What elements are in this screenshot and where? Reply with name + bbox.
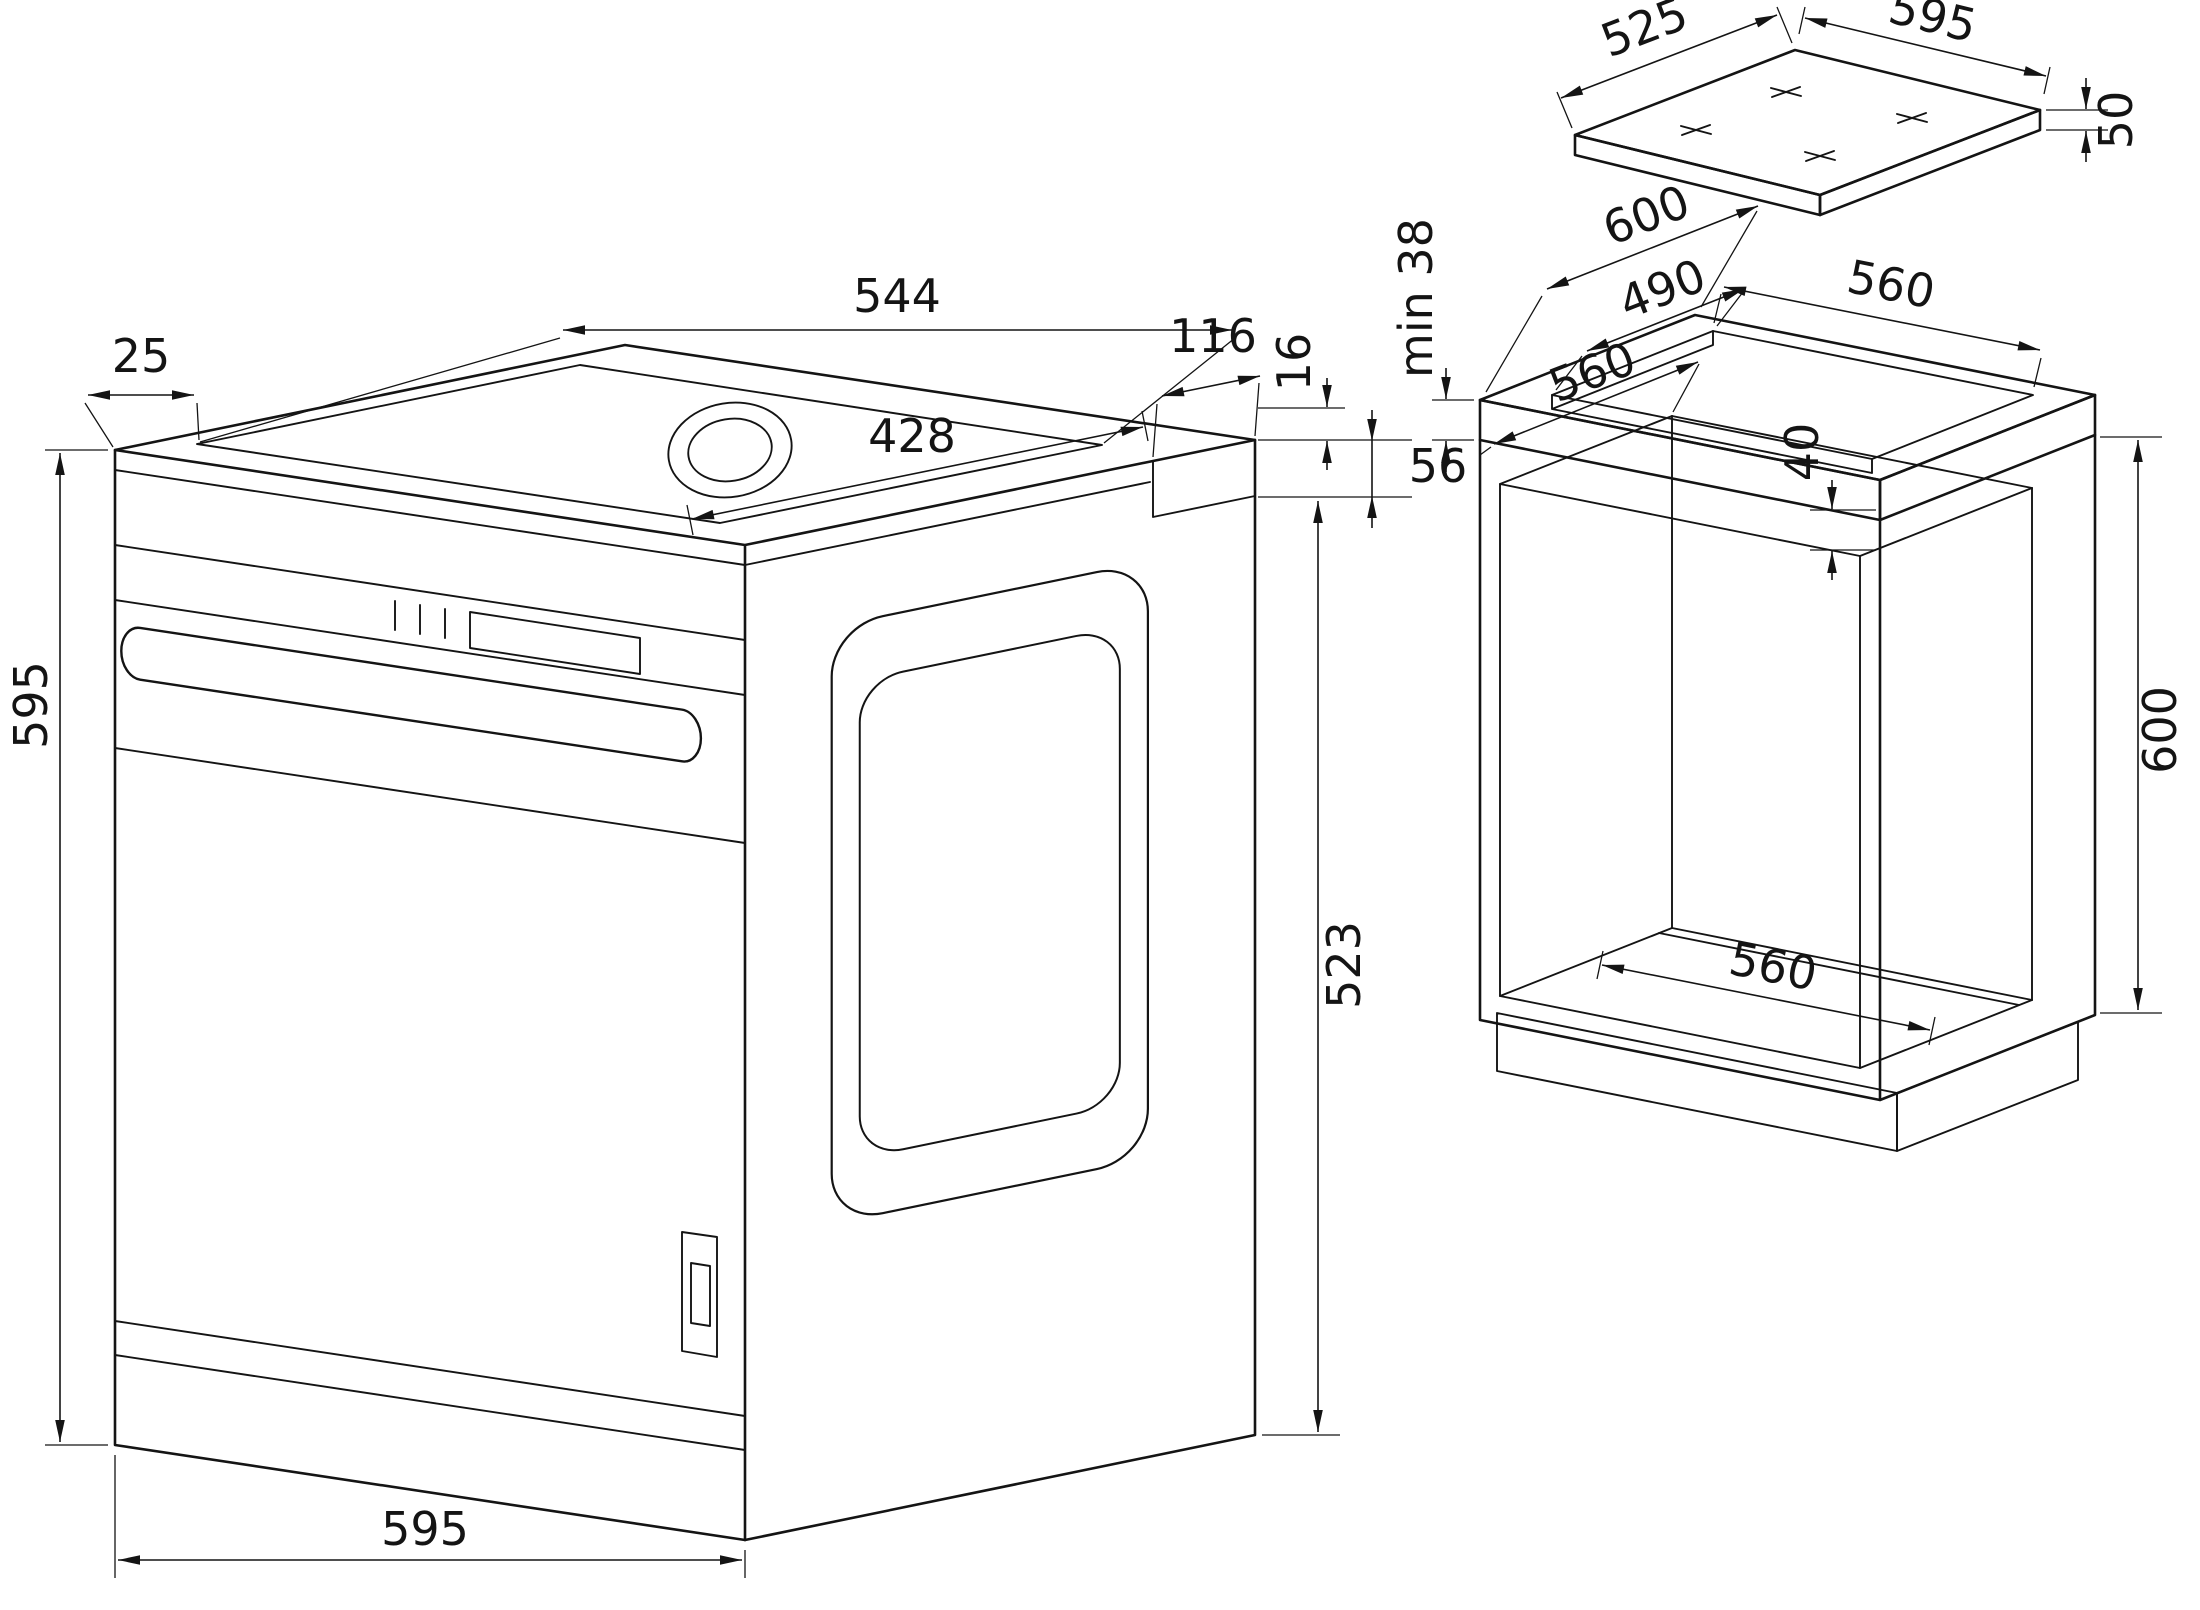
dim-rear-gap: 40 [1775, 423, 1876, 580]
dim-oven-rear-step-height: 16 [1258, 333, 1412, 470]
dim-niche-width: 560 [1596, 931, 1936, 1046]
dim-label-worktop-thickness: min 38 [1389, 218, 1443, 378]
dim-niche-height: 600 [2100, 436, 2187, 1014]
dim-label-oven-rear-recess-depth: 116 [1169, 309, 1257, 363]
dim-oven-width: 595 [114, 1455, 746, 1578]
dim-hob-thickness: 50 [2046, 78, 2143, 162]
dim-oven-body-height: 523 [1262, 501, 1371, 1436]
dim-label-niche-width: 560 [1725, 931, 1822, 1001]
oven-latch [681, 1231, 718, 1358]
hob-right-edge [1818, 108, 2042, 217]
dim-label-oven-top-depth: 428 [868, 409, 956, 463]
oven-edges [113, 438, 1257, 1542]
cabinet-rear-gap-line [1658, 932, 2020, 1006]
cabinet-dimensions: min 38 600 490 560 560 40 [1389, 174, 2187, 1046]
dim-label-cutout-width: 560 [1843, 249, 1940, 319]
dim-label-oven-body-height: 523 [1317, 921, 1371, 1009]
dim-label-worktop-depth: 600 [1596, 174, 1697, 256]
dim-label-hob-width: 595 [1884, 0, 1982, 53]
dim-worktop-thickness: min 38 [1389, 218, 1474, 472]
dim-label-oven-rear-drop: 56 [1409, 439, 1468, 493]
dim-label-rear-gap: 40 [1775, 423, 1829, 482]
oven-frame-lines [114, 469, 1151, 566]
cabinet-carcass [1478, 433, 2097, 1102]
dim-label-oven-front-lip: 25 [112, 329, 171, 383]
dim-label-side-depth: 560 [1542, 331, 1643, 413]
dim-label-hob-thickness: 50 [2089, 91, 2143, 150]
dim-label-cutout-depth: 490 [1612, 248, 1713, 330]
dim-cutout-width: 560 [1713, 249, 2042, 388]
dim-oven-front-lip: 25 [84, 329, 200, 448]
dim-label-hob-depth: 525 [1594, 0, 1695, 68]
dim-label-oven-top-width: 544 [853, 269, 941, 323]
hob-drawing [1573, 48, 2042, 217]
oven-knob [667, 401, 793, 499]
oven-rear-step [1152, 460, 1256, 518]
dim-label-oven-rear-step-height: 16 [1267, 333, 1321, 392]
oven-door-handle [121, 625, 701, 764]
hob-dimensions: 525 595 50 [1556, 0, 2143, 162]
oven-door-seams [114, 747, 746, 1451]
oven-display [469, 611, 641, 675]
oven-dimensions: 595 595 544 25 428 116 [4, 269, 1467, 1578]
oven-control-band [114, 544, 746, 696]
dim-oven-rear-drop: 56 [1258, 410, 1467, 528]
dim-oven-rear-recess-depth: 116 [1152, 309, 1261, 458]
cabinet-plinth [1496, 1012, 2079, 1152]
dim-oven-top-depth: 428 [686, 409, 1149, 536]
oven-outline [113, 343, 1257, 1542]
oven-side-emboss [832, 562, 1148, 1224]
dim-oven-height: 595 [4, 449, 108, 1446]
cabinet-interior [1499, 415, 2033, 1069]
dim-label-niche-height: 600 [2133, 686, 2187, 774]
hob-burner-marks [1680, 86, 1928, 162]
dim-label-oven-width: 595 [381, 1502, 469, 1556]
dim-hob-width: 595 [1798, 0, 2051, 95]
dim-label-oven-height: 595 [4, 661, 58, 749]
oven-vent-slots [394, 600, 446, 639]
oven-drawing [115, 345, 1255, 1540]
dim-oven-top-width: 544 [199, 269, 1236, 444]
